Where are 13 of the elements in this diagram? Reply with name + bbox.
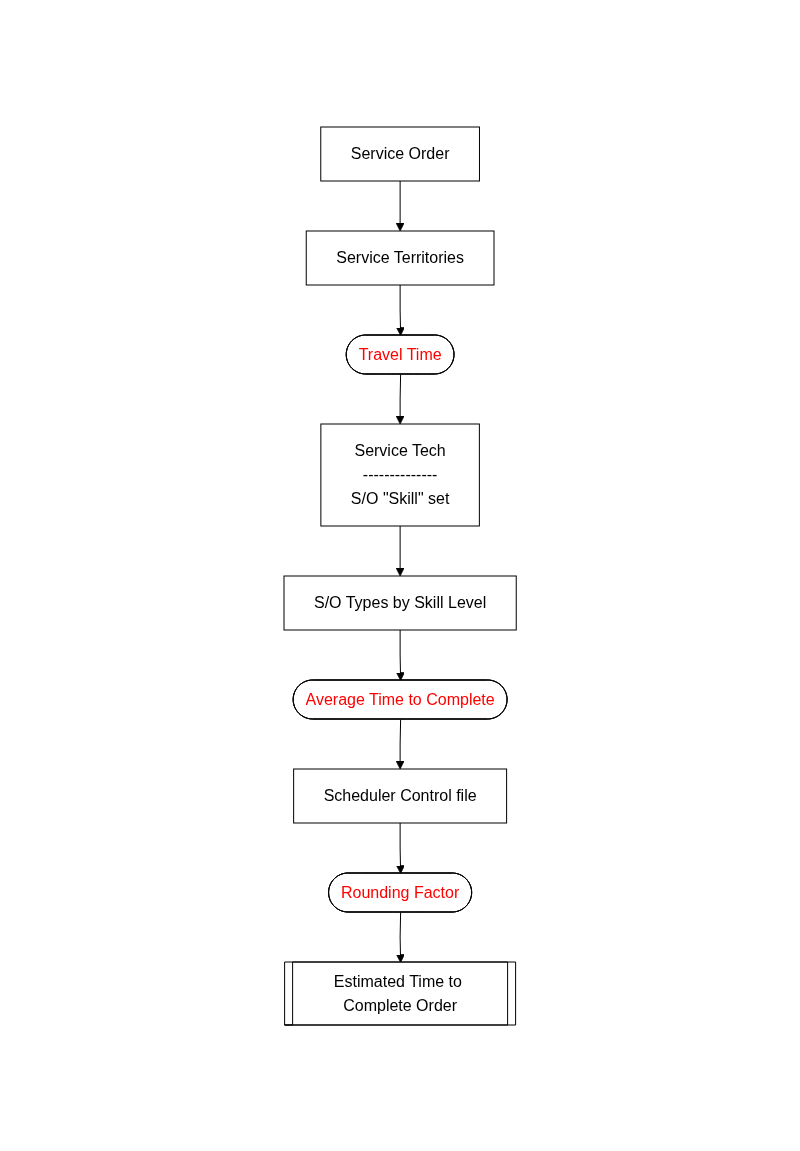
node-box: S/O Types by Skill Level (283, 575, 517, 630)
arrow (395, 822, 405, 874)
arrow (395, 911, 405, 963)
arrow (395, 525, 405, 576)
arrow (395, 180, 405, 231)
node-box: Scheduler Control file (293, 768, 507, 823)
arrow (395, 284, 405, 336)
arrow (395, 373, 405, 424)
node-box: Service Order (320, 126, 480, 181)
arrow (395, 629, 405, 681)
arrow (395, 718, 405, 769)
node-box: Service Territories (305, 230, 495, 285)
node-box: Service Tech -------------- S/O "Skill" set (320, 423, 480, 526)
